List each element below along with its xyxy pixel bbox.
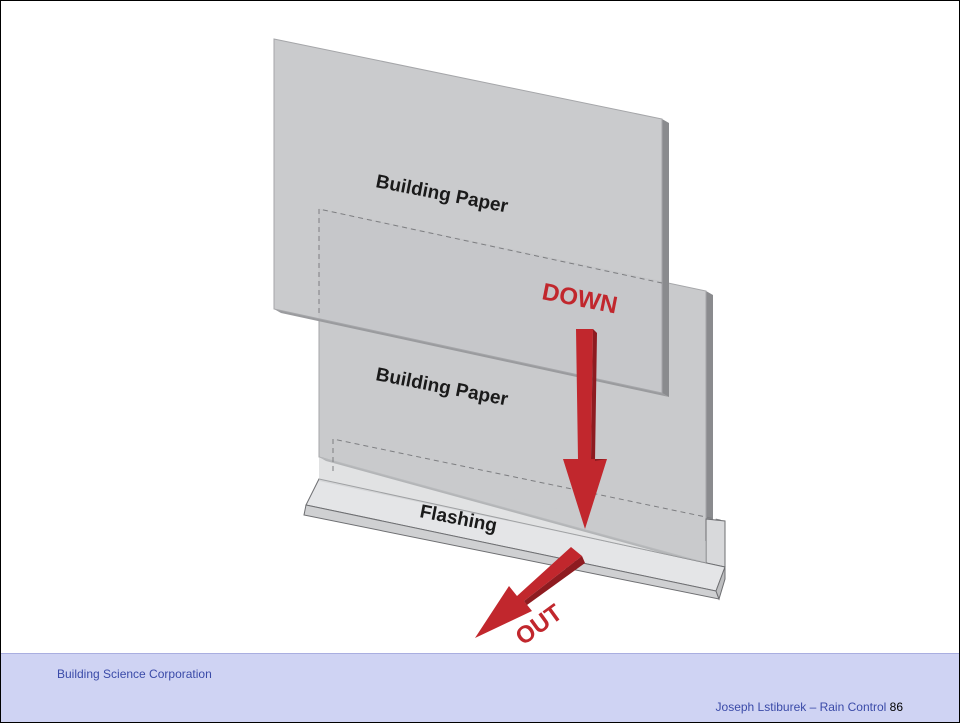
down-arrow-shade bbox=[591, 329, 607, 461]
slide-footer: Building Science Corporation Joseph Lsti… bbox=[1, 653, 959, 722]
flashing-end bbox=[715, 566, 726, 601]
organization-name: Building Science Corporation bbox=[57, 667, 212, 681]
flashing-diagram: Building Paper DOWN Building Paper Flash… bbox=[273, 38, 726, 651]
flashing-vertical-leg bbox=[705, 518, 726, 568]
upper-paper-side-edge bbox=[662, 119, 669, 397]
lower-paper-overlap-flashing bbox=[319, 457, 706, 563]
page-number: 86 bbox=[889, 700, 903, 714]
down-arrow bbox=[563, 329, 607, 529]
hidden-edge-lower-paper-top bbox=[318, 208, 663, 313]
footer-credit: Joseph Lstiburek – Rain Control 86 bbox=[716, 700, 903, 714]
upper-paper bbox=[273, 38, 663, 394]
out-arrow bbox=[475, 547, 582, 638]
lower-paper-side-edge bbox=[706, 291, 713, 567]
author-credit: Joseph Lstiburek – Rain Control bbox=[715, 700, 887, 714]
out-arrow-shade bbox=[524, 556, 585, 605]
upper-paper-bottom-edge bbox=[274, 309, 669, 397]
